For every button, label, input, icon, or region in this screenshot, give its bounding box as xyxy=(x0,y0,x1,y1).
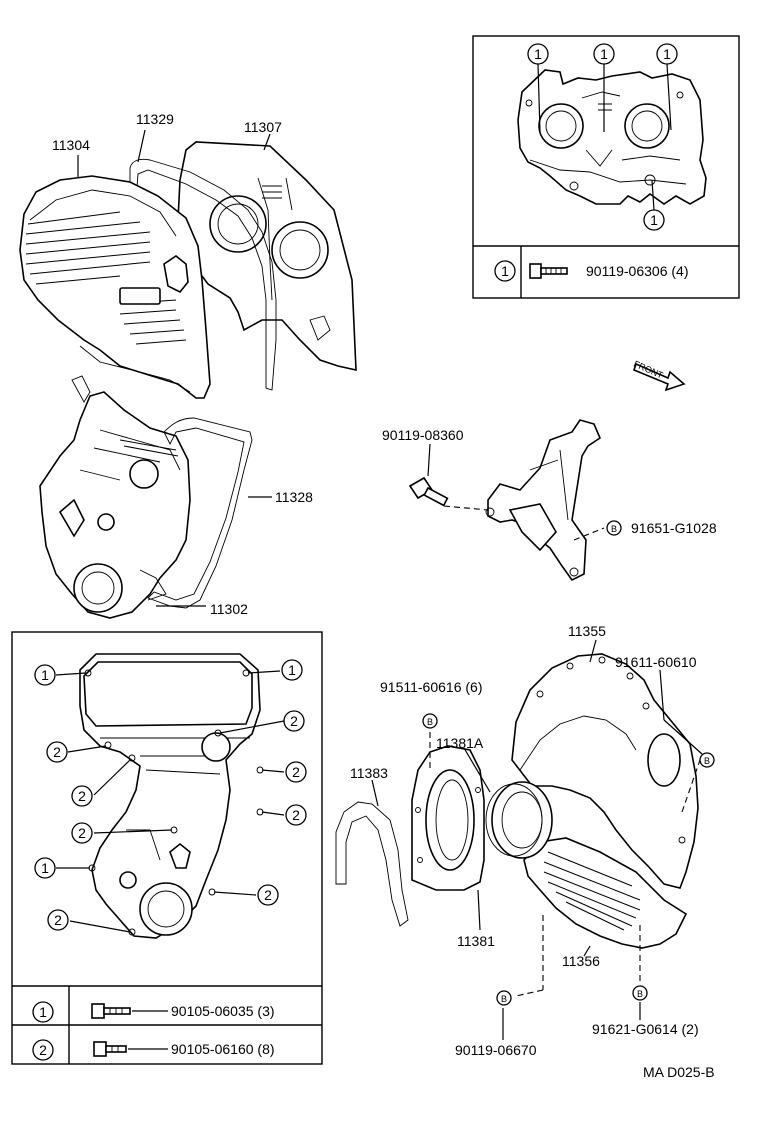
callout-2 xyxy=(71,785,93,807)
legend-top-number-icon xyxy=(494,260,516,282)
legend-row2-part-number: 90105-06160 (8) xyxy=(171,1041,275,1057)
callout-1 xyxy=(593,43,615,65)
legend-top-part-number: 90119-06306 (4) xyxy=(586,263,688,279)
legend-row1-number: 1 xyxy=(39,1004,47,1020)
callout-2-label: 2 xyxy=(53,744,61,760)
bolt-icon xyxy=(408,476,449,507)
drawing-code: MA D025-B xyxy=(643,1064,715,1080)
legend-number-icon xyxy=(32,1039,54,1061)
callout-b-label: B xyxy=(704,756,710,766)
callout-2-label: 2 xyxy=(292,764,300,780)
callout-1-label: 1 xyxy=(41,667,49,683)
part-label-11328: 11328 xyxy=(275,489,313,505)
callout-2 xyxy=(285,761,307,783)
part-label-90119-08360: 90119-08360 xyxy=(382,427,464,443)
callout-1 xyxy=(281,659,303,681)
part-label-11381: 11381 xyxy=(457,933,495,949)
part-label-11381A: 11381A xyxy=(436,735,484,751)
callout-1-label: 1 xyxy=(534,46,542,62)
callout-2-label: 2 xyxy=(78,788,86,804)
callout-2-label: 2 xyxy=(264,887,272,903)
callout-1-label: 1 xyxy=(600,46,608,62)
callout-b xyxy=(422,713,438,729)
callout-1-label: 1 xyxy=(288,662,296,678)
callout-2-label: 2 xyxy=(290,713,298,729)
callout-2 xyxy=(46,741,68,763)
callout-2 xyxy=(285,804,307,826)
bracket-assembly: 90119-08360 B 91651-G1028 xyxy=(382,419,717,582)
legend-number-icon xyxy=(32,1001,54,1023)
part-label-11355: 11355 xyxy=(568,623,606,639)
legend-row2-number: 2 xyxy=(39,1042,47,1058)
inset-bottom-left: 1 1 2 2 2 2 2 2 1 2 2 1 90105-06035 (3) xyxy=(11,631,323,1065)
rear-end-plate-assembly: B B B B 11355 91611-60610 91511-60616 (6… xyxy=(335,623,715,1058)
callout-b xyxy=(632,985,648,1001)
part-label-91511-60616: 91511-60616 (6) xyxy=(380,679,482,695)
front-arrow: FRONT xyxy=(632,359,686,392)
callout-1 xyxy=(643,209,665,231)
callout-b-label: B xyxy=(637,989,643,999)
callout-2 xyxy=(71,822,93,844)
part-label-11329: 11329 xyxy=(136,111,174,127)
callout-2 xyxy=(283,710,305,732)
part-label-11304: 11304 xyxy=(52,137,90,153)
callout-1 xyxy=(656,43,678,65)
callout-2-label: 2 xyxy=(78,825,86,841)
part-label-11383: 11383 xyxy=(350,765,388,781)
legend-top-number: 1 xyxy=(501,263,509,279)
callout-b-label: B xyxy=(427,717,433,727)
callout-b-label: B xyxy=(611,524,617,534)
bolt-icon xyxy=(529,263,568,279)
callout-1-label: 1 xyxy=(41,860,49,876)
part-label-91611-60610: 91611-60610 xyxy=(615,654,697,670)
callout-2 xyxy=(257,884,279,906)
part-label-11307: 11307 xyxy=(244,119,282,135)
callout-1 xyxy=(34,857,56,879)
callout-1 xyxy=(527,43,549,65)
timing-cover-assembly: 11304 11329 11307 11328 11302 xyxy=(19,111,357,619)
callout-b xyxy=(699,752,715,768)
part-label-11302: 11302 xyxy=(210,601,248,617)
part-label-11356: 11356 xyxy=(562,953,600,969)
callout-b-label: B xyxy=(501,994,507,1004)
callout-1 xyxy=(34,664,56,686)
bolt-icon xyxy=(93,1041,127,1057)
callout-2 xyxy=(47,909,69,931)
inset-top-right: 1 1 1 1 1 90119-06306 (4) xyxy=(472,35,740,299)
bolt-icon xyxy=(91,1003,131,1019)
part-label-91621-G0614: 91621-G0614 (2) xyxy=(592,1021,699,1037)
front-label: FRONT xyxy=(632,359,665,381)
callout-1-label: 1 xyxy=(663,46,671,62)
callout-1-label: 1 xyxy=(650,212,658,228)
legend-row1-part-number: 90105-06035 (3) xyxy=(171,1003,275,1019)
callout-b xyxy=(606,520,622,536)
part-label-91651-G1028: 91651-G1028 xyxy=(631,520,717,536)
callout-2-label: 2 xyxy=(292,807,300,823)
callout-b xyxy=(496,990,512,1006)
part-label-90119-06670: 90119-06670 xyxy=(455,1042,537,1058)
callout-2-label: 2 xyxy=(54,912,62,928)
